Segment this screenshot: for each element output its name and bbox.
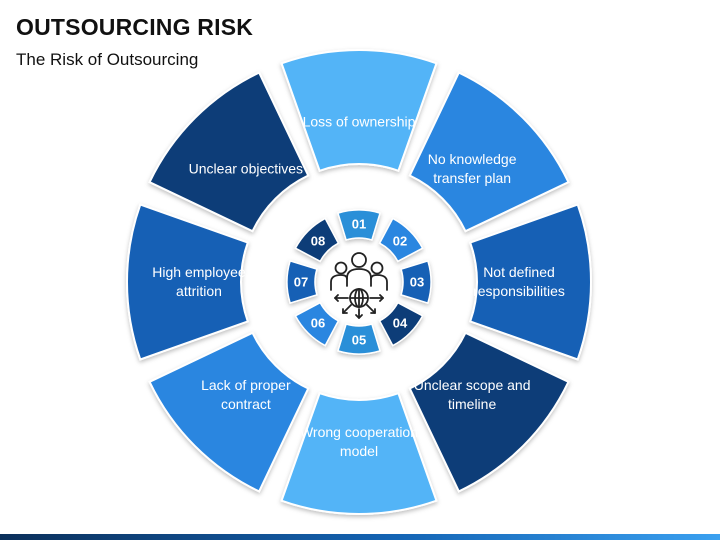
number-badge-01 xyxy=(337,209,381,241)
page-subtitle: The Risk of Outsourcing xyxy=(16,50,199,69)
segment-number-05: 05 xyxy=(351,332,367,348)
page-title: OUTSOURCING RISK xyxy=(16,14,254,40)
number-badge-03 xyxy=(400,260,432,304)
segment-number-03: 03 xyxy=(409,274,425,290)
number-badge-04 xyxy=(378,301,424,347)
segment-wrong-cooperation-model xyxy=(280,391,438,515)
number-badge-02 xyxy=(378,217,424,263)
segment-lack-of-proper-contract xyxy=(148,331,310,493)
segment-loss-of-ownership xyxy=(280,49,438,173)
number-badge-07 xyxy=(286,260,318,304)
segment-unclear-objectives xyxy=(148,71,310,233)
number-badge-06 xyxy=(294,301,340,347)
segment-label-no-knowledge-transfer-plan: No knowledge transfer plan xyxy=(427,150,517,186)
segment-number-08: 08 xyxy=(310,233,326,249)
segment-number-06: 06 xyxy=(310,315,326,331)
segment-label-wrong-cooperation-model: Wrong cooperation model xyxy=(299,424,419,459)
segment-number-04: 04 xyxy=(392,315,408,331)
segment-number-02: 02 xyxy=(392,233,408,249)
segment-not-defined-responsibilities xyxy=(468,203,592,361)
segment-label-unclear-scope-and-timeline: Unclear scope and timeline xyxy=(413,377,531,413)
segment-high-employee-attrition xyxy=(126,203,250,361)
segment-no-knowledge-transfer-plan xyxy=(408,71,570,233)
number-badge-05 xyxy=(337,323,381,355)
segment-label-high-employee-attrition: High employee attrition xyxy=(152,264,246,299)
segment-label-lack-of-proper-contract: Lack of proper contract xyxy=(201,377,291,413)
segment-number-01: 01 xyxy=(351,216,367,232)
segment-label-loss-of-ownership: Loss of ownership xyxy=(302,113,416,130)
segment-label-unclear-objectives: Unclear objectives xyxy=(188,160,304,177)
segment-unclear-scope-and-timeline xyxy=(408,331,570,493)
segment-label-not-defined-responsibilities: Not defined responsibilities xyxy=(473,264,565,299)
footer-bar xyxy=(0,534,720,540)
team-network-icon xyxy=(330,252,388,319)
segment-number-07: 07 xyxy=(293,274,309,290)
number-badge-08 xyxy=(294,217,340,263)
